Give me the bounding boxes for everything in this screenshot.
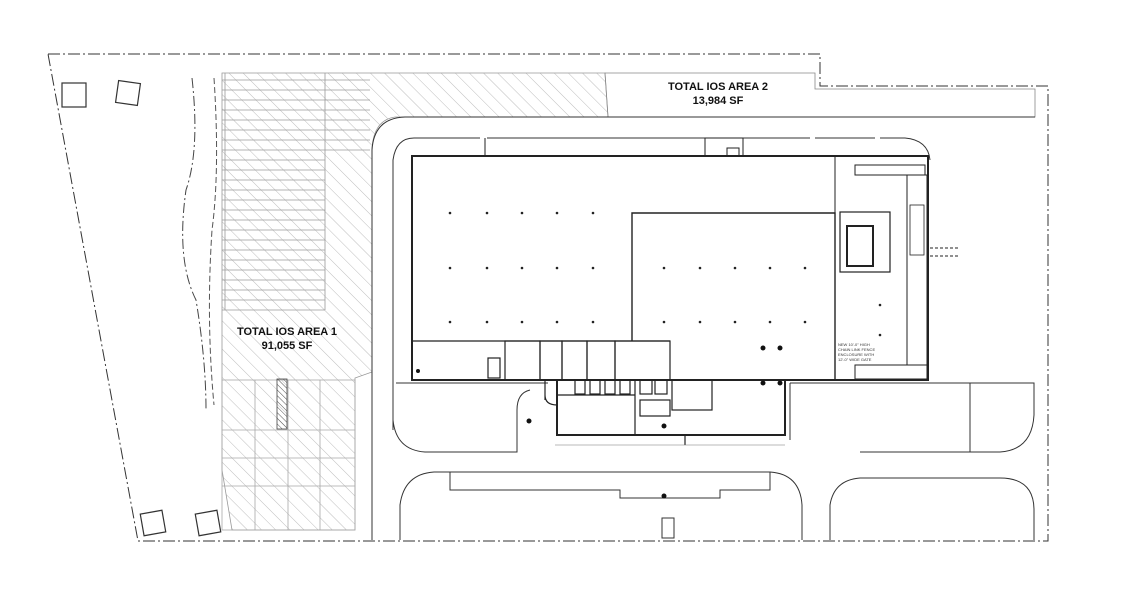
ios-area-1-region — [221, 72, 609, 531]
curb-lines — [371, 116, 1035, 540]
ios-area-1-title: TOTAL IOS AREA 1 — [237, 326, 337, 338]
ios-area-1-size: 91,055 SF — [262, 340, 313, 352]
sign-pad — [661, 517, 675, 539]
pad-box — [61, 82, 87, 108]
column-grid — [448, 211, 882, 337]
left-drive-curve-inner — [208, 77, 218, 406]
ios-area-2-title: TOTAL IOS AREA 2 — [668, 81, 768, 93]
dumpster-pad — [276, 378, 288, 430]
fence-note-line2: CHAIN LINK FENCE — [838, 347, 875, 352]
fence-note: NEW 10'-0" HIGH CHAIN LINK FENCE ENCLOSU… — [838, 342, 875, 362]
pad-box — [139, 509, 167, 537]
left-drive-curve — [182, 77, 207, 411]
ios-area-2-size: 13,984 SF — [693, 95, 744, 107]
fence-note-line4: 12'-0" WIDE GATE — [838, 357, 872, 362]
door-markers — [416, 345, 783, 499]
property-boundary — [47, 53, 1049, 542]
fence-note-line3: ENCLOSURE WITH — [838, 352, 874, 357]
pad-box — [114, 79, 142, 107]
office-rooms — [487, 340, 786, 446]
pad-box — [194, 509, 222, 537]
parking-grid-lower — [221, 379, 356, 531]
building — [411, 137, 958, 381]
parking-stripes-upper — [222, 73, 370, 311]
fence-note-line1: NEW 10'-0" HIGH — [838, 342, 870, 347]
ios-area-2-region — [604, 72, 1036, 118]
